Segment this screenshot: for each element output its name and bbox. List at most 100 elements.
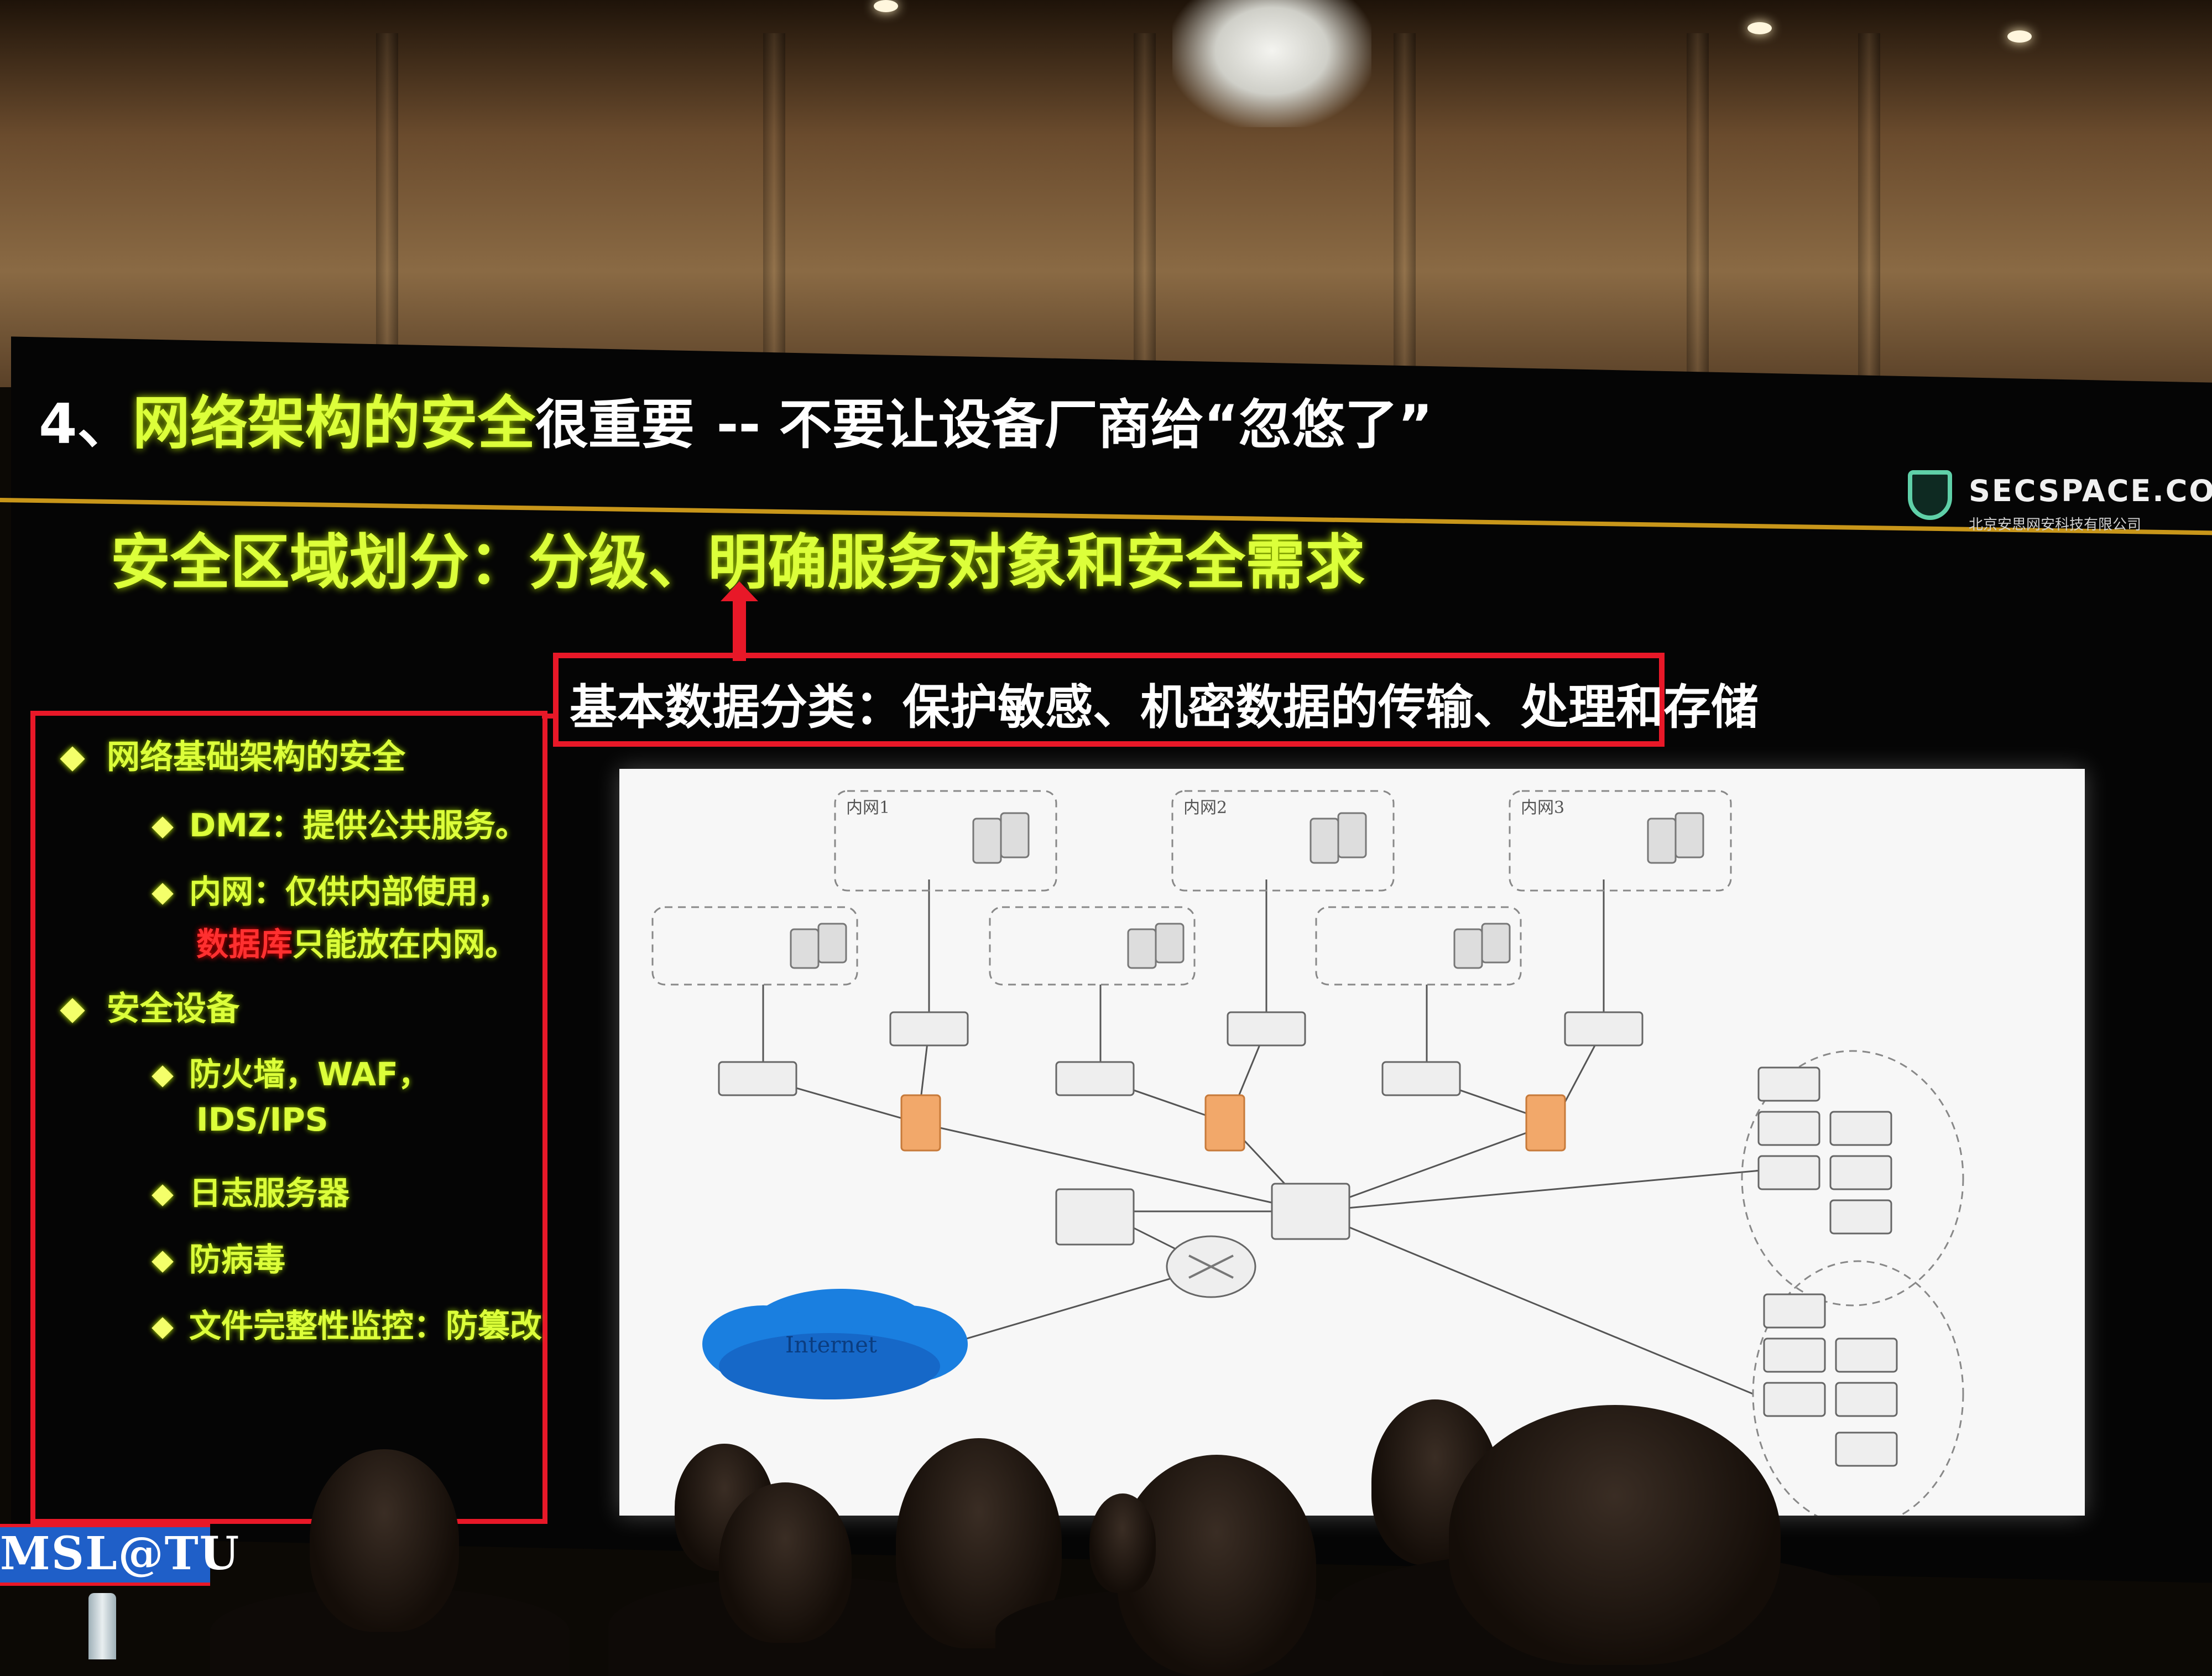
conference-room-background xyxy=(0,0,2212,387)
switch-icon xyxy=(1227,1011,1306,1047)
intranet3-label: 内网3 xyxy=(1521,798,1564,818)
firewall-icon xyxy=(900,1094,941,1152)
diamond-bullet-icon xyxy=(152,883,174,905)
badge-text: MSL@TU xyxy=(0,1527,241,1580)
server-icon xyxy=(1481,923,1511,964)
logo-subtitle: 北京安思网安科技有限公司 xyxy=(1969,517,2142,533)
data-classification-text: 基本数据分类：保护敏感、机密数据的传输、处理和存储 xyxy=(570,680,1759,735)
bullet-text: 安全设备 xyxy=(107,990,239,1028)
internet-cloud-icon: Internet xyxy=(702,1289,968,1399)
chandelier xyxy=(1172,0,1371,127)
audience-head xyxy=(310,1449,459,1632)
bullet-item: 内网：仅供内部使用， xyxy=(152,866,510,912)
server-icon xyxy=(972,818,1002,864)
diamond-bullet-icon xyxy=(60,746,85,772)
bullet-item: 防病毒 xyxy=(152,1233,286,1280)
ceiling-light xyxy=(1747,22,1772,34)
switch-icon xyxy=(1757,1111,1820,1146)
slide-title: 4、网络架构的安全很重要 -- 不要让设备厂商给“忽悠了” xyxy=(39,376,1433,460)
title-highlight: 网络架构的安全 xyxy=(132,389,535,457)
curtain-fold xyxy=(1687,33,1709,387)
shield-icon xyxy=(1908,470,1952,520)
firewall-icon xyxy=(1525,1094,1566,1152)
title-rest: 很重要 xyxy=(535,394,695,456)
bullet-item: 防火墙，WAF， xyxy=(152,1048,430,1095)
switch-icon xyxy=(1829,1155,1892,1190)
internet-label: Internet xyxy=(785,1333,877,1358)
switch-icon xyxy=(1757,1155,1820,1190)
intranet2-label: 内网2 xyxy=(1183,798,1227,818)
server-icon xyxy=(1674,812,1704,858)
server-icon xyxy=(1453,928,1483,969)
diamond-bullet-icon xyxy=(152,816,174,839)
curtain-fold xyxy=(763,33,785,387)
firewall-icons xyxy=(900,1094,1566,1152)
curtain-fold xyxy=(1858,33,1880,387)
curtain-fold xyxy=(1134,33,1156,387)
water-bottle xyxy=(88,1593,116,1659)
server-icons xyxy=(790,812,1704,969)
bullet-item: 安全设备 xyxy=(60,982,239,1030)
bullet-item: DMZ：提供公共服务。 xyxy=(152,799,528,846)
server-icon xyxy=(1310,818,1339,864)
audience-head xyxy=(719,1482,852,1643)
server-icon xyxy=(1647,818,1677,864)
core-switch-icon xyxy=(1055,1188,1135,1246)
bullet-text: 日志服务器 xyxy=(189,1174,350,1212)
venue-badge: MSL@TU xyxy=(0,1524,239,1586)
switch-icon xyxy=(1829,1111,1892,1146)
bullet-text: 内网：仅供内部使用， xyxy=(189,873,510,910)
server-icon xyxy=(817,923,847,964)
server-icon xyxy=(1155,923,1185,964)
curtain-fold xyxy=(1394,33,1416,387)
switch-icon xyxy=(1829,1199,1892,1235)
diamond-bullet-icon xyxy=(60,998,85,1024)
server-icon xyxy=(1337,812,1367,858)
network-diagram: 内网1 内网2 内网3 xyxy=(619,769,2085,1516)
bullet-text: IDS/IPS xyxy=(196,1101,328,1138)
diamond-bullet-icon xyxy=(152,1317,174,1339)
switch-icon xyxy=(1757,1066,1820,1102)
bullet-text: 只能放在内网。 xyxy=(293,925,518,963)
switch-icons xyxy=(718,1011,1898,1467)
intranet1-label: 内网1 xyxy=(846,798,890,818)
switch-icon xyxy=(1763,1337,1826,1373)
bullet-text: 防病毒 xyxy=(189,1241,286,1278)
diamond-bullet-icon xyxy=(152,1184,174,1206)
bullet-item-continuation: 数据库只能放在内网。 xyxy=(196,918,517,965)
audience-head xyxy=(1449,1405,1781,1665)
bullet-item: 日志服务器 xyxy=(152,1167,350,1214)
bullet-item-continuation: IDS/IPS xyxy=(196,1101,328,1138)
switch-icon xyxy=(1763,1293,1826,1329)
box-connector xyxy=(542,714,556,719)
company-logo: SECSPACE.COM 北京安思网安科技有限公司 xyxy=(1908,470,2212,537)
switch-icon xyxy=(889,1011,969,1047)
router-icon xyxy=(1166,1235,1256,1298)
switch-icon xyxy=(1763,1382,1826,1417)
curtain-fold xyxy=(376,33,398,387)
bullet-item: 网络基础架构的安全 xyxy=(60,730,405,778)
bullet-text: 网络基础架构的安全 xyxy=(107,738,405,777)
server-icon xyxy=(1127,928,1157,969)
bullet-text: DMZ：提供公共服务。 xyxy=(189,806,528,844)
logo-name: SECSPACE.COM xyxy=(1969,473,2212,508)
firewall-icon xyxy=(1204,1094,1245,1152)
switch-icon xyxy=(1564,1011,1644,1047)
arrow-up-icon xyxy=(721,581,758,661)
data-classification-box: 基本数据分类：保护敏感、机密数据的传输、处理和存储 xyxy=(553,653,1759,747)
switch-icon xyxy=(1835,1382,1898,1417)
title-tagline: -- 不要让设备厂商给“忽悠了” xyxy=(716,394,1433,456)
bullet-text: 文件完整性监控：防篡改 xyxy=(189,1307,542,1345)
network-diagram-svg: 内网1 内网2 内网3 xyxy=(651,790,1964,1516)
slide-number: 4、 xyxy=(39,392,133,456)
switch-icon xyxy=(1835,1432,1898,1467)
switch-icon xyxy=(1835,1337,1898,1373)
switch-icon xyxy=(1055,1061,1135,1096)
switch-icon xyxy=(718,1061,797,1096)
ceiling-light xyxy=(2007,30,2032,43)
core-switch-icon xyxy=(1271,1183,1350,1240)
switch-icon xyxy=(1381,1061,1461,1096)
database-red-text: 数据库 xyxy=(196,925,293,963)
diamond-bullet-icon xyxy=(152,1251,174,1273)
bullet-item: 文件完整性监控：防篡改 xyxy=(152,1300,542,1346)
